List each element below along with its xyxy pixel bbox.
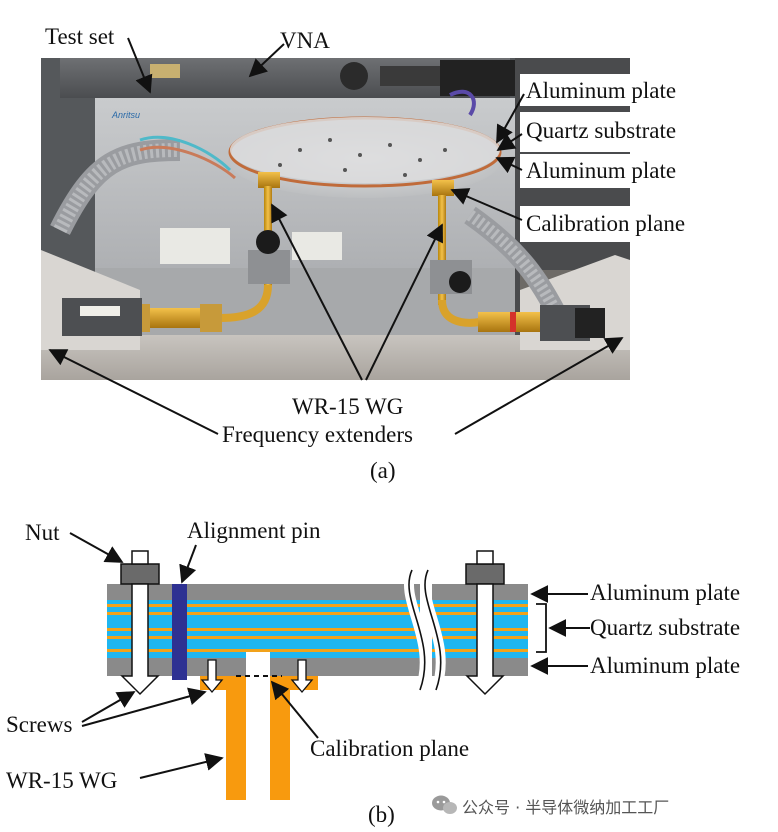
- label-wr15-wg-b: WR-15 WG: [6, 768, 118, 793]
- label-frequency-extenders: Frequency extenders: [222, 422, 413, 447]
- annotation-arrows-b: [69, 532, 590, 779]
- nut-right: [465, 563, 505, 585]
- label-calibration-plane-b: Calibration plane: [310, 736, 470, 761]
- label-aluminum-plate-bottom-b: Aluminum plate: [590, 653, 741, 678]
- watermark: 公众号 · 半导体微纳加工工厂: [462, 798, 670, 817]
- wechat-icon: [432, 795, 457, 814]
- label-aluminum-plate-bottom-a: Aluminum plate: [526, 158, 677, 183]
- label-calibration-plane-a: Calibration plane: [526, 211, 686, 236]
- label-aluminum-plate-top-a: Aluminum plate: [526, 78, 677, 103]
- label-quartz-substrate-b: Quartz substrate: [590, 615, 741, 640]
- label-screws: Screws: [6, 712, 73, 737]
- label-wr15-wg-a: WR-15 WG: [292, 394, 404, 419]
- annotation-arrows-a: [48, 37, 624, 435]
- screw-left: [120, 583, 160, 696]
- screw-flange-right: [290, 659, 314, 694]
- label-nut: Nut: [25, 520, 60, 545]
- alignment-pin: [172, 584, 187, 680]
- label-aluminum-plate-top-b: Aluminum plate: [590, 580, 741, 605]
- anritsu-logo: Anritsu: [111, 110, 140, 120]
- label-alignment-pin: Alignment pin: [187, 518, 321, 543]
- nut-left: [120, 563, 160, 585]
- label-test-set: Test set: [45, 24, 115, 49]
- screw-flange-left: [200, 659, 224, 694]
- caption-a: (a): [370, 458, 396, 483]
- label-vna: VNA: [280, 28, 330, 53]
- screw-right: [465, 583, 505, 696]
- caption-b: (b): [368, 802, 395, 827]
- schematic-b: [107, 550, 547, 800]
- label-quartz-substrate-a: Quartz substrate: [526, 118, 677, 143]
